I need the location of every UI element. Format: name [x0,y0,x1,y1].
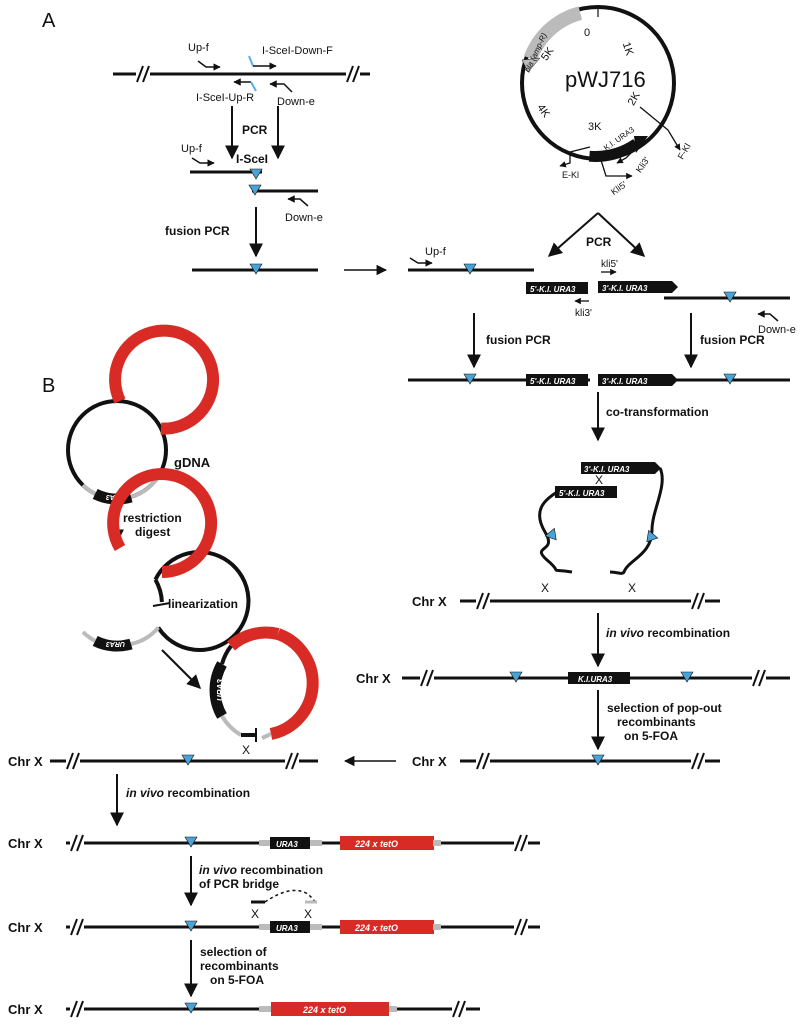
chromosome-a3: Chr X [412,749,720,773]
teto-label-1: 224 x tetO [72,411,104,454]
svg-text:I-SceI-Up-R: I-SceI-Up-R [196,92,254,104]
primer-down-e: Down-e [269,80,315,108]
chromosome-b3: Chr X URA3 224 x tetO [8,915,540,939]
svg-text:224 x tetO: 224 x tetO [302,1005,346,1015]
step-in-vivo-a1: in vivo recombination [606,626,730,640]
svg-text:5'-K.l. URA3: 5'-K.l. URA3 [559,489,605,498]
pcr-product-down: Down-e [248,184,323,224]
svg-text:kli3': kli3' [575,308,592,319]
svg-text:URA3: URA3 [276,924,298,933]
primer-kli5-label: Kli5' [609,179,629,197]
gdna-label: gDNA [174,455,211,470]
chromosome-b4: Chr X 224 x tetO [8,997,480,1021]
pcr-product-up: Up-f I-SceI [181,143,268,180]
svg-text:X: X [304,907,312,921]
three-ura3-fragment: 3'-K.l. URA3 kli5' [598,259,678,293]
svg-text:Chr X: Chr X [8,1002,43,1017]
fused-product [192,263,318,275]
fused-left-fragment: 5'-K.l. URA3 [408,373,590,386]
genomic-locus [113,62,370,86]
svg-text:Chr X: Chr X [8,754,43,769]
step-cotransformation: co-transformation [606,405,709,419]
svg-text:224 x tetO: 224 x tetO [354,839,398,849]
up-fragment-right: Up-f [408,246,534,275]
primer-iscei-up-r: I-SceI-Up-R [196,78,257,104]
svg-text:I-SceI-Down-F: I-SceI-Down-F [262,45,333,57]
step-selection: selection of recombinants on 5-FOA [200,945,282,987]
step-restriction: restriction digest [123,511,185,539]
tick-4k: 4K [534,102,552,120]
svg-text:5'-K.l. URA3: 5'-K.l. URA3 [530,285,576,294]
svg-text:X: X [541,581,549,595]
primer-kli3-label: Kli3' [634,155,652,175]
step-in-vivo-b: in vivo recombination [126,786,250,800]
tick-0: 0 [584,27,590,39]
svg-text:3'-K.l. URA3: 3'-K.l. URA3 [602,377,648,386]
svg-text:X: X [251,907,259,921]
chromosome-a2: Chr X K.l.URA3 [356,666,790,690]
teto-label-3: 224 x tetO [254,644,290,684]
teto-label-2: 224 x tetO [72,558,104,601]
tick-2k: 2K [626,89,643,107]
svg-text:Chr X: Chr X [356,671,391,686]
step-linearization: linearization [168,597,238,611]
svg-text:3'-K.l. URA3: 3'-K.l. URA3 [584,465,630,474]
chromosome-b1: Chr X [8,749,318,773]
five-ura3-fragment: 5'-K.l. URA3 kli3' [526,282,592,319]
recombination-intermediate: 3'-K.l. URA3 X 5'-K.l. URA3 X X [538,462,664,595]
step-pcr-plasmid: PCR [586,235,612,249]
primer-f-kl-label: F-Kl [676,142,693,161]
chromosome-a1: Chr X [412,589,720,613]
svg-text:Down-e: Down-e [285,212,323,224]
primer-up-f: Up-f [188,42,221,71]
plasmid-pcr-split: PCR [547,212,646,257]
svg-text:Up-f: Up-f [181,143,203,155]
ura3-label-3: URA3 [216,679,225,701]
svg-text:3'-K.l. URA3: 3'-K.l. URA3 [602,284,648,293]
step-fusion-pcr-left: fusion PCR [486,333,551,347]
svg-text:K.l.URA3: K.l.URA3 [578,675,613,684]
svg-text:Down-e: Down-e [758,324,796,336]
pcr-bridge: X X [251,889,317,921]
svg-text:Chr X: Chr X [8,836,43,851]
linearized-plasmid: 224 x tetO URA3 linearization [72,468,251,652]
plasmid-pwj716: 0 1K 2K 3K 4K 5K pWJ716 bla (amp-R) K.l.… [520,5,693,197]
svg-text:X: X [628,581,636,595]
svg-text:X: X [595,473,603,487]
svg-text:Up-f: Up-f [425,246,447,258]
svg-text:Chr X: Chr X [412,594,447,609]
svg-text:5'-K.l. URA3: 5'-K.l. URA3 [530,377,576,386]
svg-text:URA3: URA3 [276,840,298,849]
primer-iscei-down-f: I-SceI-Down-F [248,45,333,70]
step-fusion-pcr: fusion PCR [165,224,230,238]
iscei-label: I-SceI [236,152,268,166]
svg-text:Up-f: Up-f [188,42,210,54]
down-fragment-right: Down-e [664,291,796,336]
panel-label-b: B [42,375,55,397]
step-fusion-pcr-right: fusion PCR [700,333,765,347]
tick-3k: 3K [588,121,602,133]
primer-e-kl-label: E-Kl [562,170,579,180]
svg-text:224 x tetO: 224 x tetO [354,923,398,933]
plasmid-name: pWJ716 [565,67,646,92]
tick-1k: 1K [620,41,636,58]
fused-right-fragment: 3'-K.l. URA3 [598,373,790,386]
ura3-label-2: URA3 [106,640,125,647]
step-pcr: PCR [242,123,268,137]
svg-text:X: X [242,743,250,757]
svg-text:kli5': kli5' [601,259,618,270]
panel-label-a: A [42,10,56,32]
svg-text:Chr X: Chr X [412,754,447,769]
svg-text:Down-e: Down-e [277,96,315,108]
step-popout: selection of pop-out recombinants on 5-F… [607,701,725,743]
step-bridge: in vivo recombination of PCR bridge [199,863,326,891]
svg-text:Chr X: Chr X [8,920,43,935]
insertion-plasmid: 224 x tetO URA3 X [209,626,319,757]
linear-to-insert-arrow [161,649,201,689]
chromosome-b2: Chr X URA3 224 x tetO [8,831,540,855]
